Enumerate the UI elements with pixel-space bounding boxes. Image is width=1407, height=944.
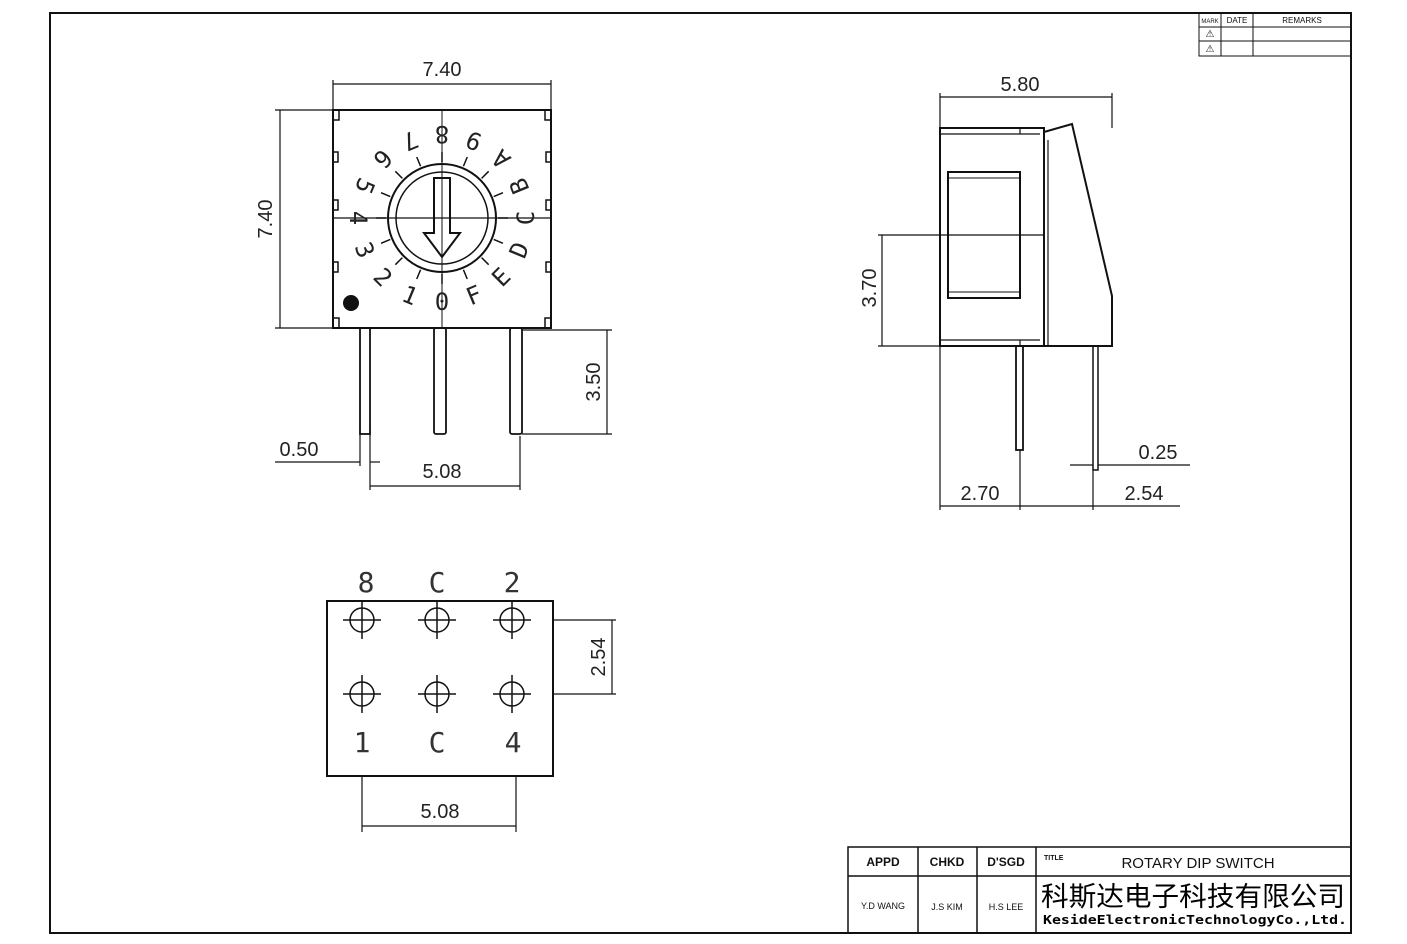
dial-tick xyxy=(394,170,403,179)
footprint-top-label-3: 2 xyxy=(504,566,521,599)
dial-tick xyxy=(462,269,468,280)
drawing-title: ROTARY DIP SWITCH xyxy=(1121,855,1274,872)
dial-tick xyxy=(394,257,403,266)
dial-label: D xyxy=(504,238,535,262)
rev-mark-1: ⚠ xyxy=(1206,29,1215,40)
side-depth-dim: 5.80 xyxy=(1001,74,1040,96)
footprint-hole xyxy=(493,601,531,639)
title-label: TITLE xyxy=(1044,855,1064,862)
front-height-dim: 7.40 xyxy=(255,200,277,239)
footprint-hole xyxy=(343,601,381,639)
footprint-bottom-label-3: 4 xyxy=(505,726,522,759)
dial-label: 6 xyxy=(368,144,398,174)
footprint-hole xyxy=(343,675,381,713)
dial-label: A xyxy=(486,143,516,173)
footprint-bottom-label-2: C xyxy=(429,726,446,759)
dial-label: C xyxy=(512,211,540,225)
revision-block xyxy=(1198,12,1352,57)
footprint-row-pitch-dim: 2.54 xyxy=(588,638,610,677)
dial-tick xyxy=(481,257,490,266)
company-name-en: KesideElectronicTechnologyCo.,Ltd. xyxy=(1043,912,1347,927)
pin-width-dim: 0.50 xyxy=(280,439,319,461)
footprint-hole xyxy=(418,601,456,639)
dial-label: E xyxy=(486,262,516,292)
side-view xyxy=(939,122,1113,471)
appd-name: Y.D WANG xyxy=(861,901,905,911)
drawing-frame xyxy=(49,12,1352,934)
footprint-top-label-2: C xyxy=(429,566,446,599)
dial-tick xyxy=(493,192,504,198)
footprint-col-pitch-dim: 5.08 xyxy=(421,801,460,823)
pin-pitch-dim: 5.08 xyxy=(423,461,462,483)
dial-label: 2 xyxy=(368,262,398,292)
front-dimension-lines xyxy=(275,80,612,490)
rev-mark-2: ⚠ xyxy=(1206,44,1215,55)
company-name-cn: 科斯达电子科技有限公司 xyxy=(1041,882,1345,913)
dial-tick xyxy=(493,238,504,244)
dial-label: 9 xyxy=(462,125,486,156)
dial-tick xyxy=(481,170,490,179)
chkd-name: J.S KIM xyxy=(931,902,963,912)
rev-mark-header: MARK xyxy=(1201,19,1218,25)
footprint-holes xyxy=(343,601,531,713)
dial-ticks xyxy=(376,152,508,284)
dial-tick xyxy=(416,156,422,167)
appd-label: APPD xyxy=(866,855,900,869)
side-offset2-dim: 2.54 xyxy=(1125,483,1164,505)
footprint-dimension-lines xyxy=(361,619,616,832)
footprint-hole xyxy=(418,675,456,713)
dial-label: 7 xyxy=(398,125,422,156)
chkd-label: CHKD xyxy=(930,855,965,869)
front-view xyxy=(332,109,552,435)
dial-label: 8 xyxy=(435,120,449,148)
dial-label: 0 xyxy=(435,288,449,316)
dsgd-label: D'SGD xyxy=(987,855,1025,869)
side-offset1-dim: 2.70 xyxy=(961,483,1000,505)
dial-label: 3 xyxy=(349,238,380,262)
front-width-dim: 7.40 xyxy=(423,59,462,81)
pin1-marker-dot xyxy=(343,295,359,311)
dial-tick xyxy=(462,156,468,167)
footprint-top-label-1: 8 xyxy=(358,566,375,599)
side-center-height-dim: 3.70 xyxy=(859,269,881,308)
dsgd-name: H.S LEE xyxy=(989,902,1024,912)
dial-label: 5 xyxy=(349,174,380,198)
side-dimension-lines xyxy=(878,93,1190,510)
dial-tick xyxy=(380,192,391,198)
footprint-bottom-label-1: 1 xyxy=(354,726,371,759)
rev-remarks-header: REMARKS xyxy=(1282,16,1322,25)
footprint-hole xyxy=(493,675,531,713)
dial-label: F xyxy=(462,280,486,311)
footprint-view xyxy=(326,600,554,777)
title-block xyxy=(847,846,1352,934)
rev-date-header: DATE xyxy=(1227,16,1248,25)
dial-tick xyxy=(380,238,391,244)
dial-label: 1 xyxy=(398,280,422,311)
dial-label: 4 xyxy=(344,211,372,225)
dial-label: B xyxy=(504,174,535,198)
pin-length-dim: 3.50 xyxy=(583,363,605,402)
dial-tick xyxy=(416,269,422,280)
side-pin-thickness-dim: 0.25 xyxy=(1139,442,1178,464)
